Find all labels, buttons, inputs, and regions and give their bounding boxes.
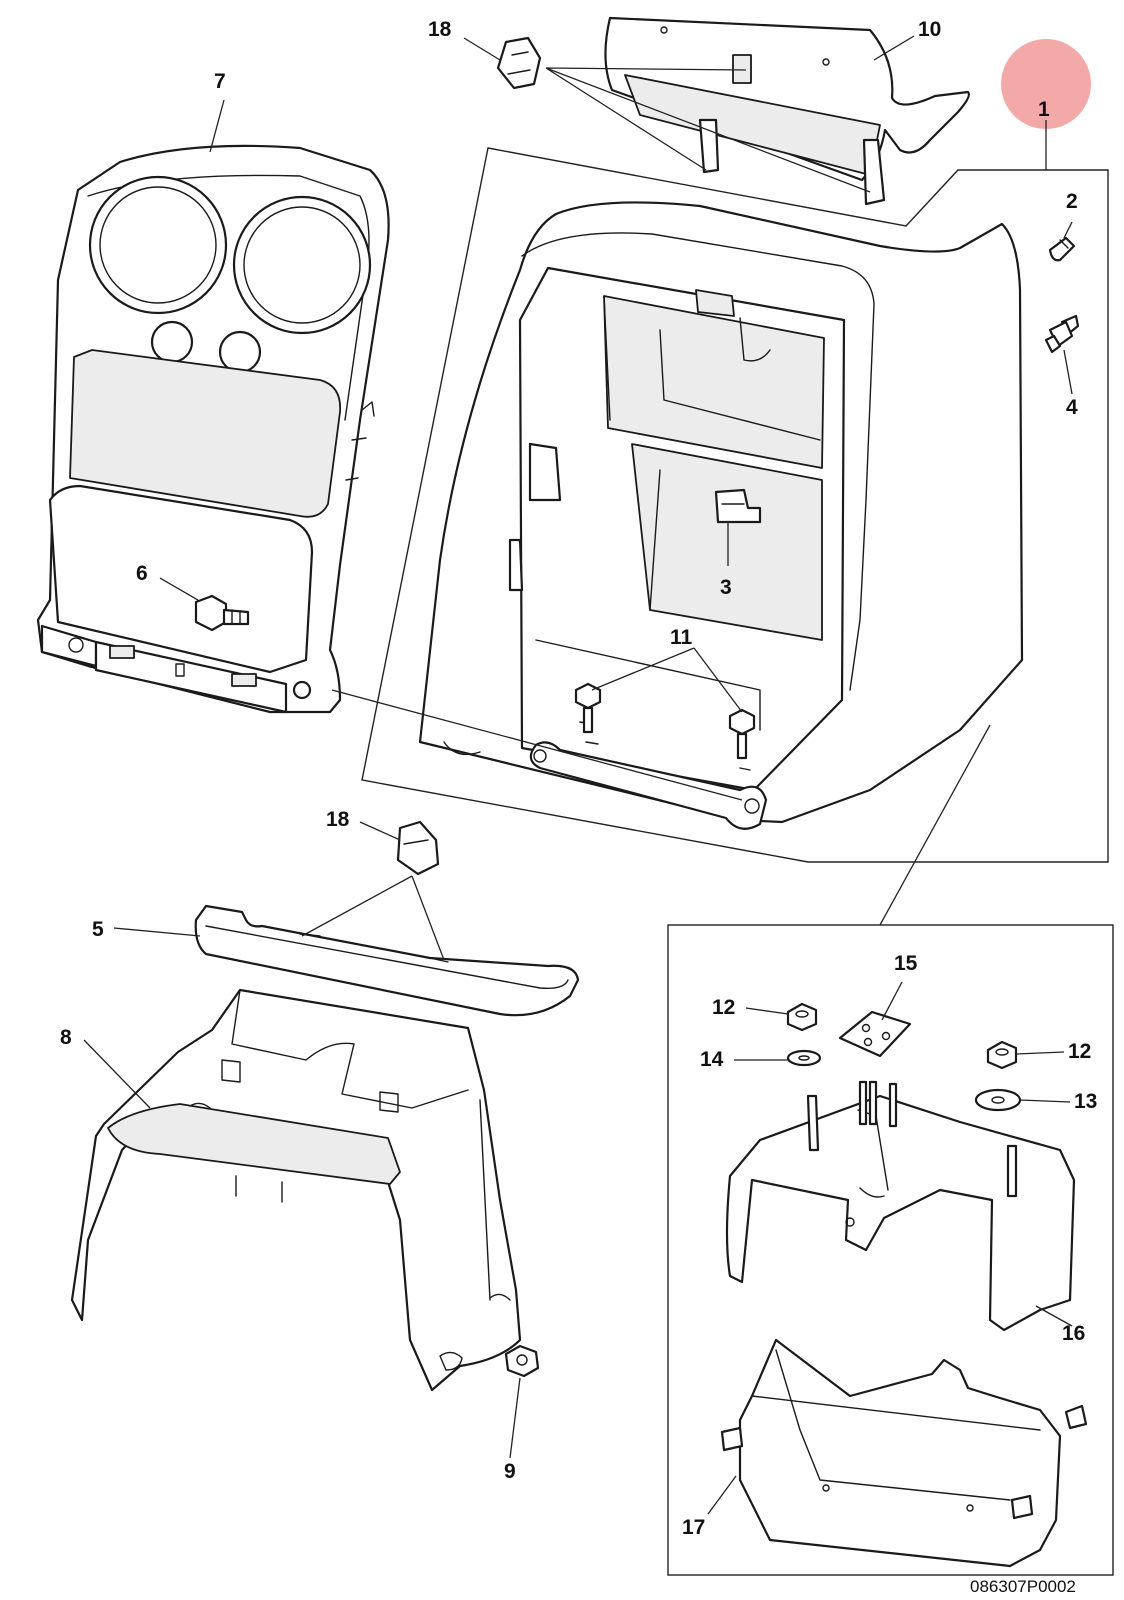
part-12-nut-left [786,1002,818,1032]
part-14-washer [786,1049,822,1067]
callout-4: 4 [1066,396,1078,419]
part-8-lower-housing [70,988,522,1392]
part-13-washer [974,1088,1022,1112]
callout-11: 11 [670,626,693,649]
part-5-trim-strip [194,904,580,1017]
part-18-clip-mid [396,820,440,876]
callout-10: 10 [918,18,941,41]
callout-14: 14 [700,1048,724,1071]
callout-3: 3 [720,576,732,599]
callout-18-mid: 18 [326,808,350,831]
callout-13: 13 [1074,1090,1097,1113]
part-3-clip [714,488,762,524]
part-17-tray-bracket [720,1338,1088,1568]
callout-9: 9 [504,1460,516,1483]
part-10-top-tray [604,16,970,206]
assembly-1-outline [361,147,1109,863]
callout-6: 6 [136,562,148,585]
callout-18-top: 18 [428,18,452,41]
part-2-pin [1048,236,1076,262]
callout-8: 8 [60,1026,72,1049]
callout-1: 1 [1038,98,1050,121]
callout-2: 2 [1066,190,1078,213]
callout-16: 16 [1062,1322,1085,1345]
part-12-nut-right [986,1040,1018,1070]
part-15-plate [838,1010,912,1058]
part-4-pin [1044,314,1080,354]
part-9-nut [504,1344,540,1378]
part-11-screws [574,682,756,760]
assembly-subgroup-outline [667,924,1114,1576]
callout-5: 5 [92,918,104,941]
callout-17: 17 [682,1516,705,1539]
callout-7: 7 [214,70,226,93]
part-18-clip-top [496,36,542,90]
part-1-console-body [418,201,1024,830]
callout-12-right: 12 [1068,1040,1091,1063]
part-6-bolt [194,594,250,632]
drawing-reference-code: 086307P0002 [970,1577,1076,1596]
callout-12-left: 12 [712,996,735,1019]
part-7-bezel [36,144,390,714]
part-16-bracket [725,1080,1076,1332]
callout-15: 15 [894,952,918,975]
item-1-highlight-circle [1001,39,1091,129]
